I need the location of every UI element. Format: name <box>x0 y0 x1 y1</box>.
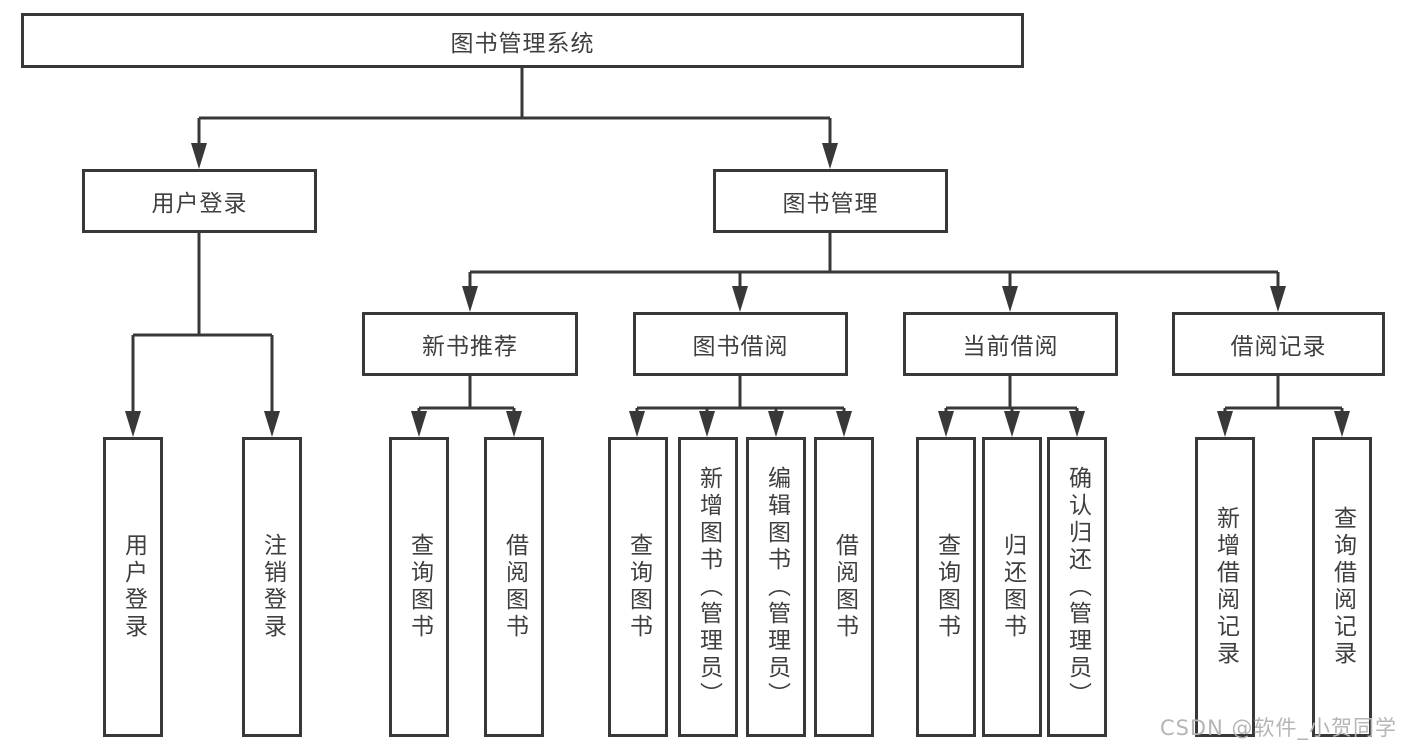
leaf-return-books: 归还图书 <box>982 437 1042 737</box>
leaf-query-borrow-record: 查询借阅记录 <box>1312 437 1372 737</box>
leaf-logout: 注销登录 <box>242 437 302 737</box>
arrow-down-icon <box>191 143 207 169</box>
arrow-down-icon <box>125 411 141 437</box>
node-label: 借阅记录 <box>1230 334 1327 360</box>
leaf-borrow-books: 借阅图书 <box>814 437 874 737</box>
node-label: 图书管理 <box>782 191 879 217</box>
arrow-down-icon <box>462 286 478 312</box>
connector-root-split <box>197 67 832 146</box>
connector-book-borrowing-split <box>635 375 846 414</box>
arrow-down-icon <box>822 143 838 169</box>
connector-new-book-split <box>417 375 516 414</box>
leaf-borrow-books: 借阅图书 <box>484 437 544 737</box>
arrow-down-icon <box>1270 286 1286 312</box>
leaf-query-books: 查询图书 <box>916 437 976 737</box>
node-book-management: 图书管理 <box>713 169 948 233</box>
node-label: 图书借阅 <box>692 334 789 360</box>
arrow-down-icon <box>1069 411 1085 437</box>
arrow-down-icon <box>938 411 954 437</box>
arrow-down-icon <box>411 411 427 437</box>
arrow-down-icon <box>629 411 645 437</box>
arrow-down-icon <box>768 411 784 437</box>
connector-user-login-split <box>131 232 274 413</box>
leaf-edit-book-admin: 编辑图书（管理员） <box>746 437 806 737</box>
node-label: 图书管理系统 <box>450 30 595 57</box>
node-label: 归还图书 <box>999 533 1026 641</box>
connector-book-mgmt-split <box>468 232 1280 289</box>
node-label: 查询图书 <box>406 533 433 641</box>
arrow-down-icon <box>699 411 715 437</box>
leaf-confirm-return-admin: 确认归还（管理员） <box>1047 437 1107 737</box>
leaf-user-login: 用户登录 <box>103 437 163 737</box>
arrow-down-icon <box>264 411 280 437</box>
arrow-down-icon <box>1217 411 1233 437</box>
connector-current-borrowing-split <box>944 375 1079 414</box>
arrow-down-icon <box>1334 411 1350 437</box>
leaf-query-books: 查询图书 <box>389 437 449 737</box>
connector-borrowing-records-split <box>1223 375 1344 414</box>
leaf-query-books: 查询图书 <box>608 437 668 737</box>
node-label: 确认归还（管理员） <box>1064 465 1091 709</box>
node-current-borrowing: 当前借阅 <box>903 312 1118 376</box>
node-label: 当前借阅 <box>962 334 1059 360</box>
node-label: 借阅图书 <box>501 533 528 641</box>
node-borrowing-records: 借阅记录 <box>1172 312 1385 376</box>
node-label: 注销登录 <box>259 533 286 641</box>
leaf-add-borrow-record: 新增借阅记录 <box>1195 437 1255 737</box>
node-label: 用户登录 <box>151 191 248 217</box>
arrow-down-icon <box>732 286 748 312</box>
node-new-book-recommend: 新书推荐 <box>362 312 578 376</box>
node-label: 编辑图书（管理员） <box>763 465 790 709</box>
node-book-borrowing: 图书借阅 <box>633 312 848 376</box>
node-label: 新增图书（管理员） <box>695 465 722 709</box>
node-label: 用户登录 <box>120 533 147 641</box>
node-label: 查询借阅记录 <box>1329 506 1356 668</box>
node-label: 查询图书 <box>933 533 960 641</box>
node-label: 新书推荐 <box>422 334 518 360</box>
arrow-down-icon <box>506 411 522 437</box>
arrow-down-icon <box>1004 411 1020 437</box>
arrow-down-icon <box>1002 286 1018 312</box>
watermark: CSDN @软件_小贺同学 <box>1159 716 1397 740</box>
leaf-add-book-admin: 新增图书（管理员） <box>678 437 738 737</box>
node-label: 新增借阅记录 <box>1212 506 1239 668</box>
node-label: 借阅图书 <box>831 533 858 641</box>
node-library-system: 图书管理系统 <box>21 13 1024 68</box>
node-user-login: 用户登录 <box>82 169 317 233</box>
node-label: 查询图书 <box>625 533 652 641</box>
arrow-down-icon <box>836 411 852 437</box>
